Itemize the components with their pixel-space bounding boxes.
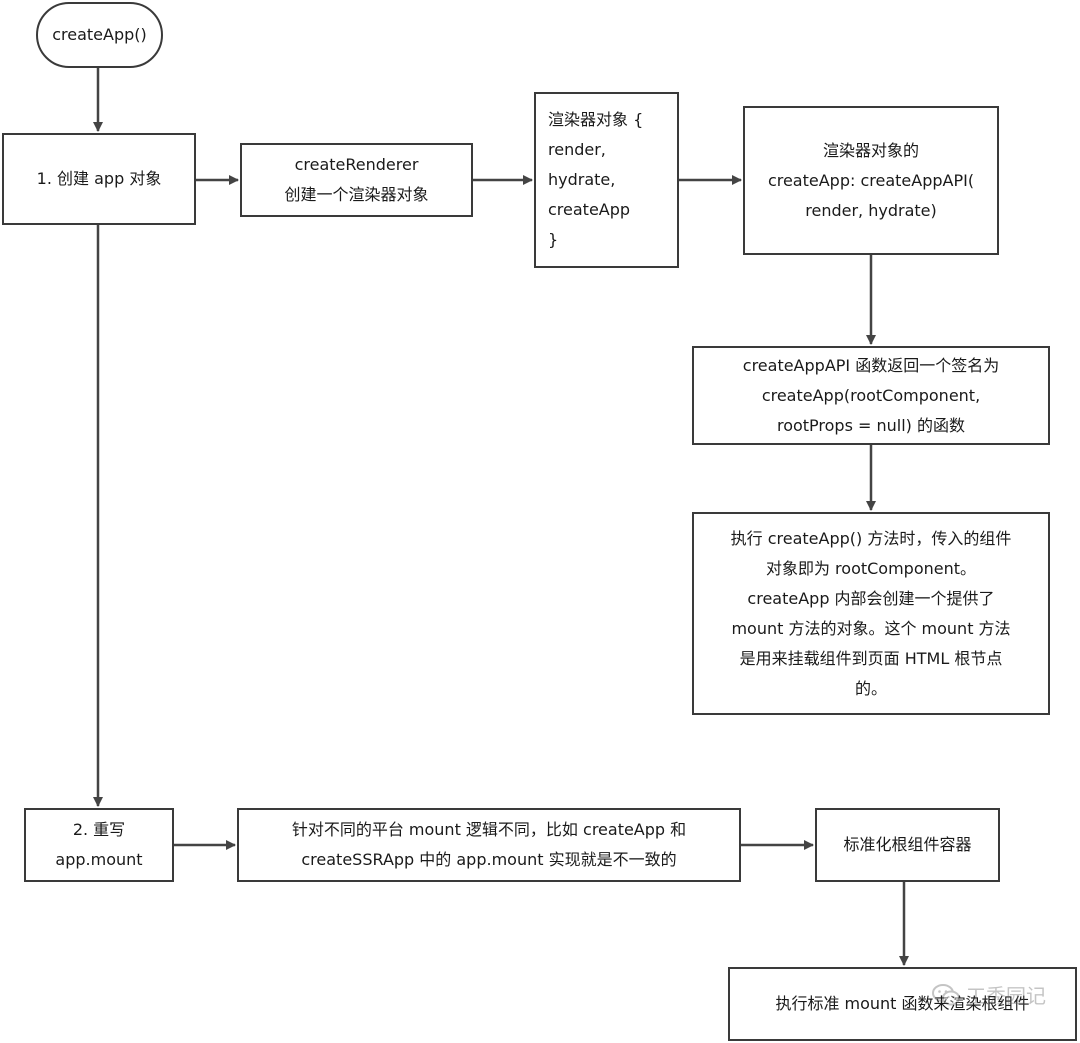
node-platform-mount: 针对不同的平台 mount 逻辑不同，比如 createApp 和 create… <box>237 808 741 882</box>
node-step2-rewrite-mount: 2. 重写 app.mount <box>24 808 174 882</box>
node-step1-label: 1. 创建 app 对象 <box>36 169 162 188</box>
node-normalize-container: 标准化根组件容器 <box>815 808 1000 882</box>
node-create-app-api-text: createAppAPI 函数返回一个签名为 createApp(rootCom… <box>742 355 1000 435</box>
node-start: createApp() <box>36 2 163 68</box>
node-start-label: createApp() <box>52 25 147 44</box>
node-renderer-create-app-text: 渲染器对象的 createApp: createAppAPI( render, … <box>767 140 975 220</box>
node-create-app-api: createAppAPI 函数返回一个签名为 createApp(rootCom… <box>692 346 1050 445</box>
node-create-renderer: createRenderer 创建一个渲染器对象 <box>240 143 473 217</box>
node-normalize-container-label: 标准化根组件容器 <box>843 835 972 854</box>
node-step1-create-app-object: 1. 创建 app 对象 <box>2 133 196 225</box>
node-execute-create-app-text: 执行 createApp() 方法时，传入的组件 对象即为 rootCompon… <box>730 528 1012 698</box>
node-renderer-create-app: 渲染器对象的 createApp: createAppAPI( render, … <box>743 106 999 255</box>
watermark: 工秀园记 <box>932 980 1046 1009</box>
node-platform-mount-text: 针对不同的平台 mount 逻辑不同，比如 createApp 和 create… <box>291 820 687 869</box>
node-renderer-object-text: 渲染器对象 { render, hydrate, createApp } <box>548 110 644 249</box>
node-step2-text: 2. 重写 app.mount <box>55 820 143 869</box>
node-run-mount-label: 执行标准 mount 函数来渲染根组件 <box>775 994 1030 1013</box>
node-run-mount: 执行标准 mount 函数来渲染根组件 <box>728 967 1077 1041</box>
node-renderer-object: 渲染器对象 { render, hydrate, createApp } <box>534 92 679 268</box>
watermark-text: 工秀园记 <box>966 984 1046 1008</box>
node-execute-create-app: 执行 createApp() 方法时，传入的组件 对象即为 rootCompon… <box>692 512 1050 715</box>
wechat-icon <box>932 983 960 1005</box>
node-create-renderer-text: createRenderer 创建一个渲染器对象 <box>284 155 429 204</box>
